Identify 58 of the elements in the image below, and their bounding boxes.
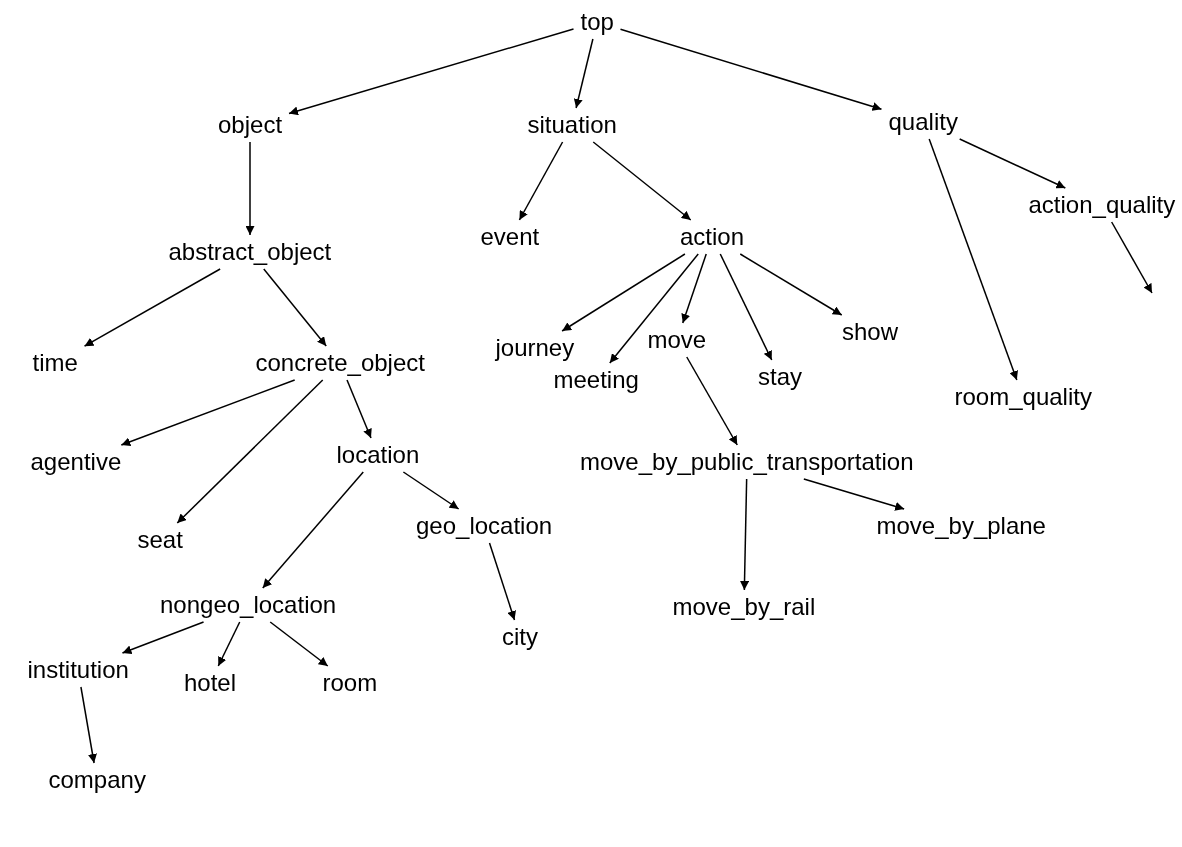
node-label: move_by_plane [873,511,1049,542]
node-label: seat [134,525,186,556]
arrow [83,268,221,347]
node-label: room_quality [951,382,1095,413]
node-label: show [839,317,902,348]
arrow [803,478,905,511]
arrow [1110,221,1153,294]
arrow [928,138,1018,381]
node-label: location [333,440,423,471]
node-label: move [644,325,710,356]
arrow [681,253,707,324]
node-label: meeting [550,365,642,396]
arrow [573,38,594,109]
node-label: situation [524,110,620,141]
arrow [346,379,372,439]
arrow [288,28,575,116]
node-label: concrete_object [252,348,428,379]
node-label: city [499,622,541,653]
arrow [80,686,97,764]
arrow [719,253,773,361]
arrow [402,471,460,510]
arrow [518,141,564,221]
node-label: move_by_public_transportation [577,447,917,478]
arrow [120,379,296,447]
node-label: object [215,110,286,141]
node-label: company [45,765,149,796]
arrow [609,253,699,364]
node-label: quality [885,107,961,138]
node-label: room [319,668,381,699]
node-label: geo_location [413,511,556,542]
arrow [217,621,241,667]
arrow [121,621,205,654]
node-label: agentive [27,447,125,478]
node-label: hotel [181,668,240,699]
arrow [245,141,255,236]
node-label: event [477,222,543,253]
node-label: abstract_object [165,237,335,268]
arrow [740,478,750,591]
arrow [592,141,692,221]
node-label: stay [755,362,805,393]
arrow [262,471,364,589]
node-label: nongeo_location [157,590,340,621]
node-label: move_by_rail [669,592,819,623]
arrow [263,268,327,347]
arrow [619,28,883,111]
node-label: journey [492,333,578,364]
arrow [958,138,1067,189]
arrow [561,253,686,332]
arrow [176,379,324,524]
arrow [686,356,738,446]
arrow [269,621,329,667]
node-label: time [29,348,81,379]
node-label: action [677,222,748,253]
node-label: top [577,7,617,38]
node-label: action_quality [1025,190,1179,221]
node-label: institution [24,655,132,686]
arrow [739,253,843,316]
arrow [488,542,516,621]
